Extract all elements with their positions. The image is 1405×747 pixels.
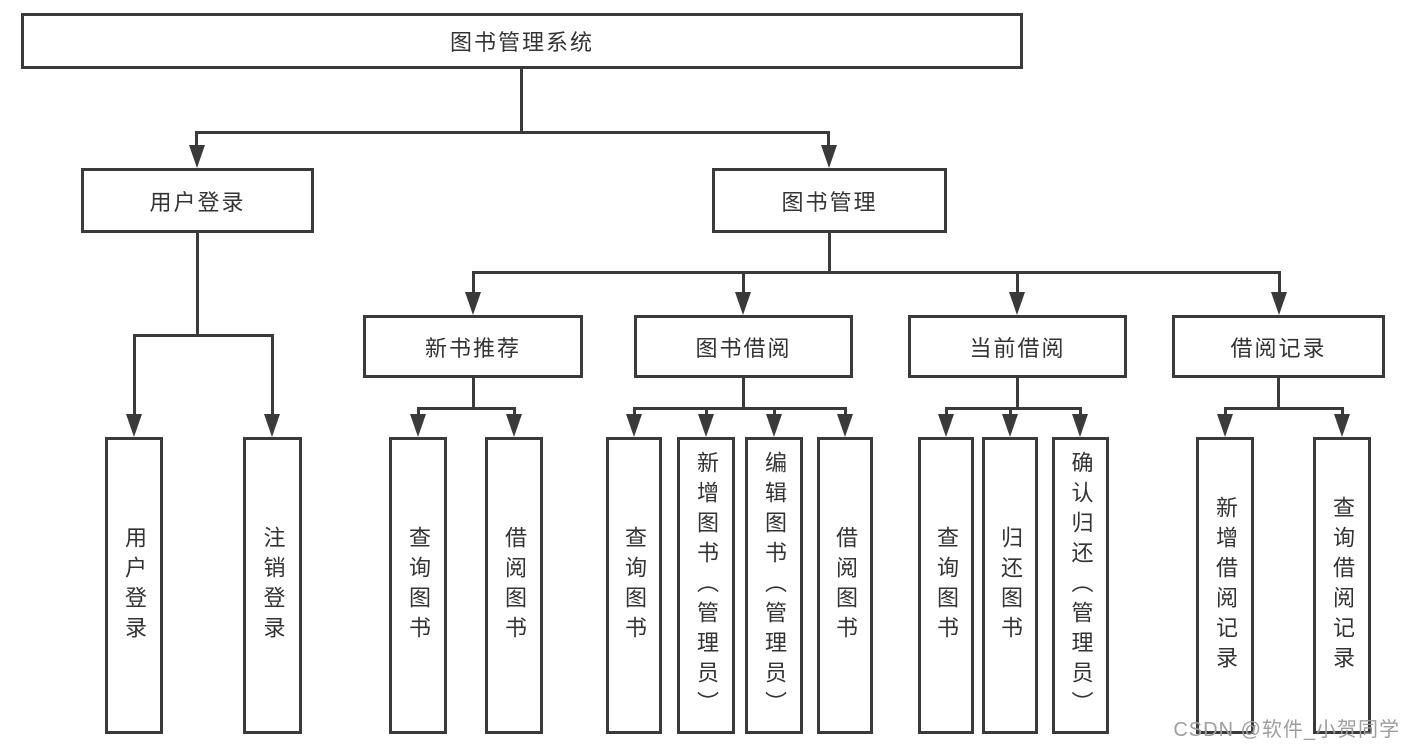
arrow-down-icon (506, 414, 522, 437)
line-segment (742, 271, 745, 293)
node-label: 借阅图书 (502, 525, 527, 646)
leaf-query-books-borrow: 查询图书 (606, 437, 662, 734)
arrow-down-icon (1009, 292, 1025, 315)
line-segment (520, 68, 523, 133)
leaf-borrow-books: 借阅图书 (817, 437, 873, 734)
line-segment (196, 232, 199, 337)
line-segment (417, 407, 516, 410)
node-label: 新书推荐 (424, 335, 521, 361)
line-segment (828, 233, 831, 274)
node-label: 图书管理系统 (449, 30, 594, 55)
arrow-down-icon (938, 414, 954, 437)
node-current-borrow: 当前借阅 (908, 315, 1127, 378)
line-segment (945, 407, 1082, 410)
node-label: 注销登录 (260, 525, 286, 646)
node-label: 借阅记录 (1230, 335, 1327, 361)
line-segment (633, 407, 636, 415)
arrow-down-icon (821, 145, 837, 168)
line-segment (844, 407, 847, 415)
leaf-user-login: 用户登录 (105, 437, 163, 734)
leaf-query-books-recommend: 查询图书 (389, 437, 447, 734)
arrow-down-icon (126, 414, 142, 437)
node-library-management-system: 图书管理系统 (21, 13, 1023, 69)
arrow-down-icon (1072, 414, 1088, 437)
line-segment (773, 407, 776, 415)
line-segment (1079, 407, 1082, 415)
node-label: 用户登录 (149, 189, 246, 215)
line-segment (472, 378, 475, 410)
csdn-watermark: CSDN @软件_小贺同学 (1173, 719, 1400, 741)
leaf-add-borrow-record: 新增借阅记录 (1196, 437, 1254, 734)
arrow-down-icon (465, 292, 481, 315)
line-segment (513, 407, 516, 415)
node-label: 归还图书 (998, 525, 1023, 646)
line-segment (472, 271, 475, 293)
node-label: 借阅图书 (833, 525, 858, 646)
line-segment (133, 334, 274, 337)
arrow-down-icon (837, 414, 853, 437)
arrow-down-icon (1334, 414, 1350, 437)
line-segment (1341, 407, 1344, 415)
node-label: 用户登录 (122, 525, 147, 646)
leaf-borrow-books-recommend: 借阅图书 (485, 437, 543, 734)
leaf-query-books-current: 查询图书 (918, 437, 974, 734)
node-user-login: 用户登录 (81, 168, 314, 233)
line-segment (417, 407, 420, 415)
node-label: 新增图书（管理员） (694, 450, 719, 721)
node-label: 新增借阅记录 (1213, 495, 1238, 676)
node-borrow-records: 借阅记录 (1172, 315, 1385, 378)
line-segment (742, 378, 745, 410)
arrow-down-icon (410, 414, 426, 437)
arrow-down-icon (735, 292, 751, 315)
line-segment (1016, 271, 1019, 293)
node-label: 确认归还（管理员） (1068, 450, 1094, 721)
line-segment (705, 407, 708, 415)
line-segment (472, 271, 1280, 274)
node-label: 查询借阅记录 (1330, 495, 1355, 676)
arrow-down-icon (1271, 292, 1287, 315)
leaf-return-book: 归还图书 (982, 437, 1038, 734)
arrow-down-icon (1002, 414, 1018, 437)
arrow-down-icon (766, 414, 782, 437)
node-new-book-recommend: 新书推荐 (363, 315, 583, 378)
line-segment (1224, 407, 1227, 415)
node-label: 查询图书 (622, 525, 647, 646)
line-segment (195, 131, 198, 146)
node-label: 当前借阅 (969, 335, 1066, 361)
arrow-down-icon (1217, 414, 1233, 437)
line-segment (633, 407, 847, 410)
line-segment (1016, 378, 1019, 410)
line-segment (945, 407, 948, 415)
line-segment (1224, 407, 1344, 410)
leaf-edit-book-admin: 编辑图书（管理员） (745, 437, 803, 734)
node-book-borrow: 图书借阅 (634, 315, 853, 378)
arrow-down-icon (189, 145, 205, 168)
leaf-query-borrow-record: 查询借阅记录 (1313, 437, 1371, 734)
line-segment (1277, 378, 1280, 410)
arrow-down-icon (626, 414, 642, 437)
line-segment (1278, 271, 1281, 293)
node-label: 图书借阅 (695, 335, 792, 361)
line-segment (1009, 407, 1012, 415)
line-segment (271, 334, 274, 415)
leaf-logout-login: 注销登录 (243, 437, 302, 734)
node-book-management: 图书管理 (712, 168, 947, 233)
node-label: 编辑图书（管理员） (762, 450, 787, 721)
arrow-down-icon (264, 414, 280, 437)
leaf-confirm-return-admin: 确认归还（管理员） (1052, 437, 1109, 734)
line-segment (133, 334, 136, 415)
arrow-down-icon (698, 414, 714, 437)
node-label: 查询图书 (934, 525, 959, 646)
node-label: 查询图书 (406, 525, 431, 646)
line-segment (827, 131, 830, 146)
line-segment (196, 131, 830, 134)
leaf-add-book-admin: 新增图书（管理员） (677, 437, 735, 734)
node-label: 图书管理 (781, 189, 878, 215)
